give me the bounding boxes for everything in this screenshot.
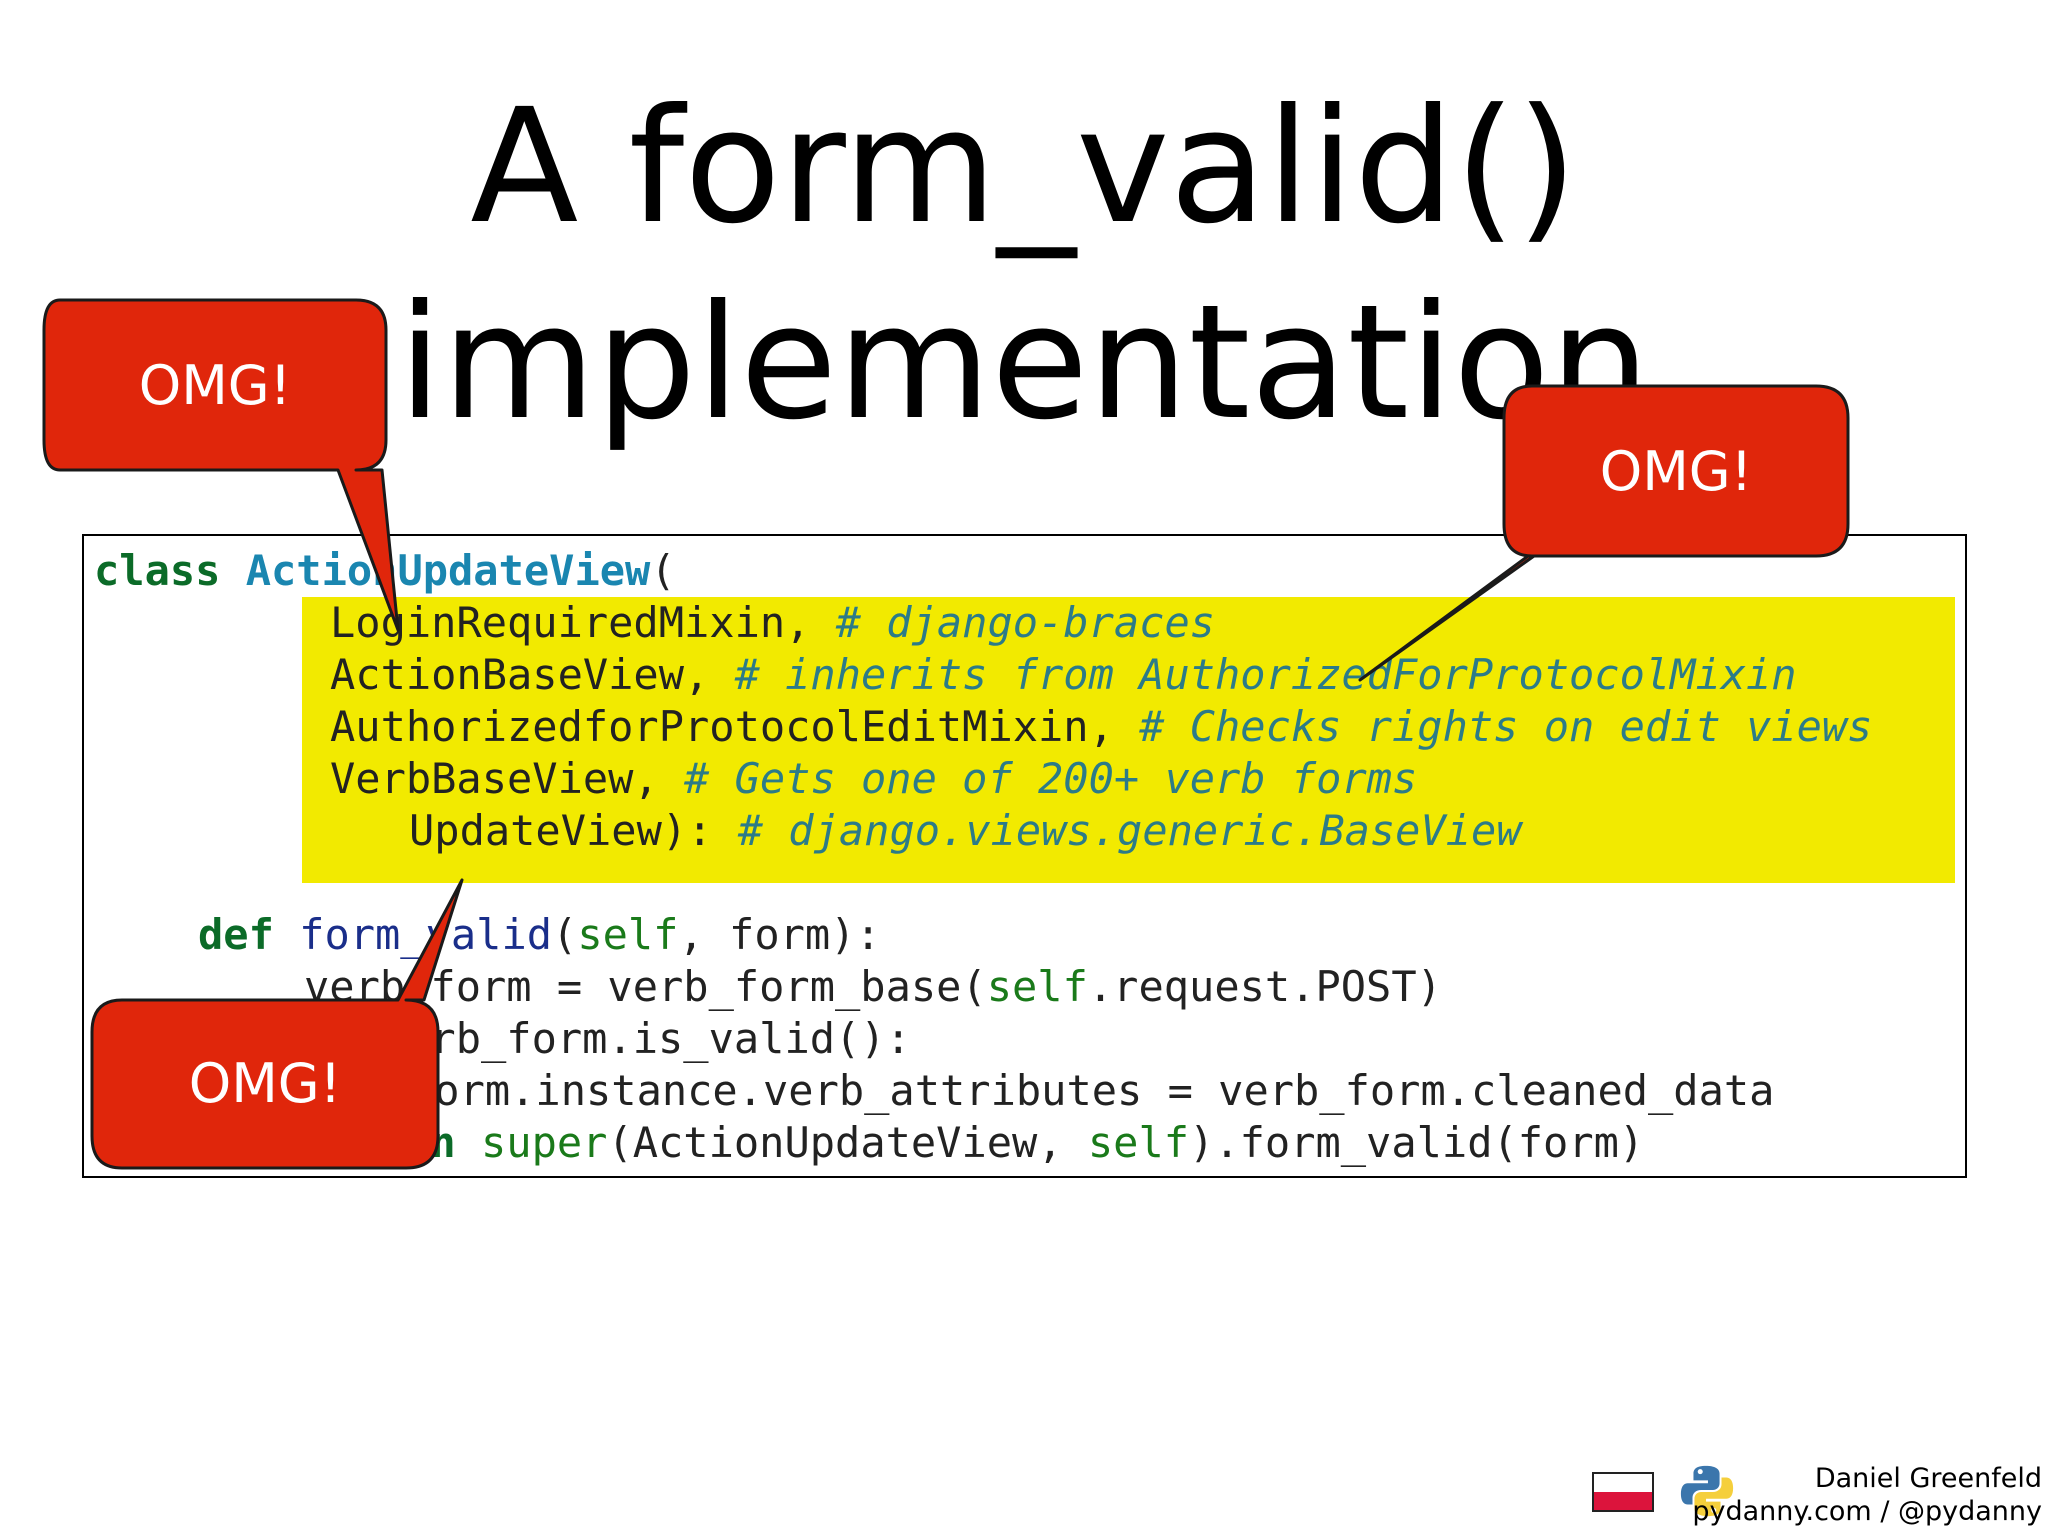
class-name: ActionUpdateView — [245, 546, 651, 595]
footer-author-name: Daniel Greenfeld — [1814, 1463, 2042, 1494]
callout-right — [1358, 384, 1850, 682]
code-line-mixin-5: UpdateView): # django.views.generic.Base… — [409, 805, 1522, 857]
code-text: ( — [650, 546, 676, 595]
code-comment: # django.views.generic.BaseView — [737, 806, 1522, 855]
code-text: .request.POST) — [1087, 962, 1442, 1011]
code-text: UpdateView): — [409, 806, 738, 855]
code-line-mixin-3: AuthorizedforProtocolEditMixin, # Checks… — [330, 701, 1872, 753]
callout-text-right: OMG! — [1599, 440, 1753, 503]
python-logo-icon — [1680, 1465, 1734, 1517]
code-text: verb_form.is_valid(): — [354, 1014, 911, 1063]
slide-title-line-2: implementation — [398, 271, 1650, 455]
code-comment: # django-braces — [835, 598, 1216, 647]
code-comment: # inherits from AuthorizedForProtocolMix… — [734, 650, 1797, 699]
slide-title-line-1: A form_valid() — [470, 75, 1578, 259]
code-text: ).form_valid(form) — [1189, 1118, 1645, 1167]
code-line-mixin-1: LoginRequiredMixin, # django-braces — [330, 597, 1215, 649]
code-line-mixin-4: VerbBaseView, # Gets one of 200+ verb fo… — [330, 753, 1417, 805]
self-keyword: self — [1087, 1118, 1190, 1167]
code-comment: # Gets one of 200+ verb forms — [684, 754, 1418, 803]
self-keyword: self — [577, 910, 679, 959]
self-keyword: self — [986, 962, 1088, 1011]
keyword-class: class — [94, 546, 221, 595]
code-line-mixin-2: ActionBaseView, # inherits from Authoriz… — [330, 649, 1797, 701]
highlighted-mixins — [302, 597, 1955, 883]
callout-bottom-left — [90, 878, 464, 1170]
callout-text-bottom-left: OMG! — [188, 1052, 342, 1115]
builtin-super: super — [481, 1118, 608, 1167]
code-text: LoginRequiredMixin, — [330, 598, 836, 647]
code-text: form.instance.verb_attributes = verb_for… — [409, 1066, 1775, 1115]
code-text: ( — [552, 910, 578, 959]
code-text: VerbBaseView, — [330, 754, 685, 803]
callout-text-top-left: OMG! — [138, 354, 292, 417]
code-text: AuthorizedforProtocolEditMixin, — [330, 702, 1140, 751]
code-line-assign: form.instance.verb_attributes = verb_for… — [409, 1065, 1774, 1117]
callout-top-left — [42, 298, 400, 632]
code-line-def: def form_valid(self, form): — [198, 909, 881, 961]
keyword-def: def — [198, 910, 274, 959]
code-line-class-def: class ActionUpdateView( — [94, 545, 676, 597]
footer-site: pydanny.com / @pydanny — [1692, 1496, 2042, 1527]
code-text: , form): — [678, 910, 881, 959]
code-text: (ActionUpdateView, — [607, 1118, 1088, 1167]
poland-flag-icon — [1592, 1472, 1654, 1512]
code-text: ActionBaseView, — [330, 650, 735, 699]
code-comment: # Checks rights on edit views — [1139, 702, 1873, 751]
